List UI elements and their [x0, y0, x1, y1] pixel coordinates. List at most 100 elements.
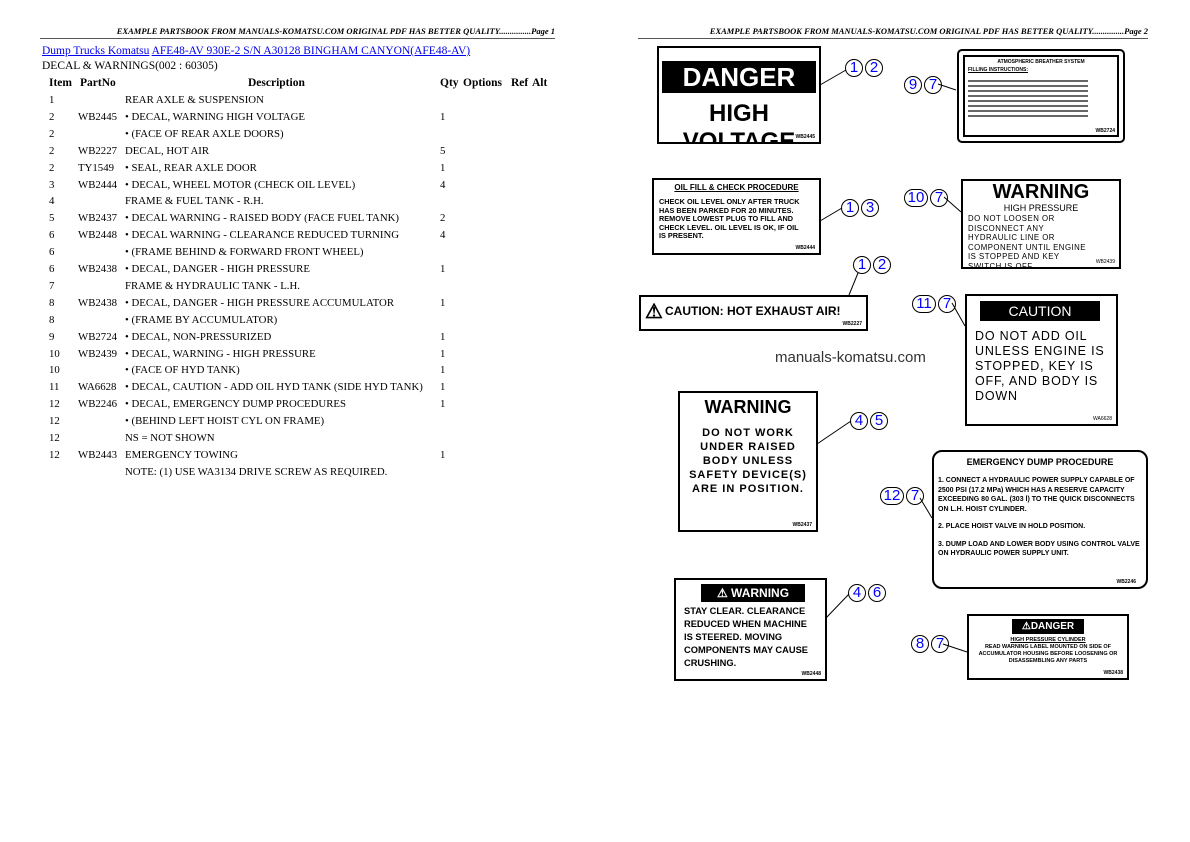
decal-emergency-dump: EMERGENCY DUMP PROCEDURE 1. CONNECT A HY… [932, 450, 1148, 589]
decal-sub: HIGH PRESSURE CYLINDER [1010, 637, 1086, 643]
decal-danger-hp-cylinder: ⚠DANGER HIGH PRESSURE CYLINDER READ WARN… [967, 614, 1129, 680]
cell-item: 10 [49, 364, 60, 377]
cell-description: • DECAL, WHEEL MOTOR (CHECK OIL LEVEL) [125, 178, 356, 191]
callout-qty: 7 [942, 295, 952, 312]
circle [931, 635, 949, 653]
col-partno: PartNo [80, 77, 116, 89]
watermark: manuals-komatsu.com [775, 349, 926, 366]
decal-title: WARNING [992, 181, 1090, 203]
decal-warning-raised-body: WARNING DO NOT WORK UNDER RAISED BODY UN… [678, 391, 818, 532]
decal-code: WB2444 [795, 245, 815, 251]
decal-text: DO NOT WORK UNDER RAISED BODY UNLESS SAF… [689, 427, 807, 495]
circle [850, 412, 868, 430]
section-title: DECAL & WARNINGS(002 : 60305) [42, 60, 218, 72]
decal-title: WARNING [731, 586, 790, 600]
cell-item: 4 [49, 195, 55, 208]
circle [853, 256, 871, 274]
cell-item: 12 [49, 448, 60, 461]
callout-item: 10 [907, 189, 925, 206]
decal-step-3: 3. DUMP LOAD AND LOWER BODY USING CONTRO… [938, 540, 1140, 558]
decal-title: OIL FILL & CHECK PROCEDURE [674, 183, 799, 192]
circle [930, 189, 948, 207]
col-ref: Ref [511, 77, 529, 89]
table-row: NOTE: (1) USE WA3134 DRIVE SCREW AS REQU… [42, 466, 562, 483]
decal-code: WA6628 [1093, 416, 1112, 422]
decal-sub: HIGH PRESSURE [1003, 203, 1079, 213]
cell-description: • (FACE OF REAR AXLE DOORS) [125, 127, 284, 140]
cell-description: • (FRAME BEHIND & FORWARD FRONT WHEEL) [125, 246, 364, 259]
cell-item: 12 [49, 432, 60, 444]
decal-sub: FILLING INSTRUCTIONS: [968, 67, 1028, 73]
cell-partno: WB2444 [78, 178, 117, 191]
callout-qty: 2 [869, 59, 879, 76]
cell-partno: WB2437 [78, 212, 117, 225]
table-row: 6 • (FRAME BEHIND & FORWARD FRONT WHEEL) [42, 246, 562, 263]
decal-code: WB2724 [1095, 128, 1115, 134]
callout-item: 1 [845, 199, 855, 216]
circle [912, 295, 936, 313]
cell-item: 2 [49, 161, 55, 174]
circle [924, 76, 942, 94]
decal-text: CHECK OIL LEVEL ONLY AFTER TRUCK HAS BEE… [659, 197, 800, 240]
cell-description: FRAME & FUEL TANK - R.H. [125, 195, 264, 208]
decal-title: ATMOSPHERIC BREATHER SYSTEM [997, 59, 1085, 65]
callout-item: 1 [849, 59, 859, 76]
callout-item: 9 [908, 76, 918, 93]
circle [841, 199, 859, 217]
cell-qty: 1 [440, 161, 446, 174]
col-qty: Qty [440, 77, 459, 89]
callout-item: 4 [852, 584, 862, 601]
breadcrumb-link-category[interactable]: Dump Trucks Komatsu [42, 45, 150, 57]
decal-text: CAUTION: HOT EXHAUST AIR! [665, 304, 841, 318]
cell-item: 10 [49, 347, 60, 360]
cell-item: 6 [49, 263, 55, 275]
decal-title: DANGER [1030, 621, 1075, 632]
decal-text: DO NOT ADD OIL UNLESS ENGINE IS STOPPED,… [975, 329, 1105, 403]
breadcrumb-link-model[interactable]: AFE48-AV 930E-2 S/N A30128 BINGHAM CANYO… [151, 45, 471, 57]
decal-title: DANGER [662, 61, 816, 93]
circle [938, 295, 956, 313]
cell-qty: 1 [440, 330, 446, 343]
decal-title: EMERGENCY DUMP PROCEDURE [966, 457, 1114, 467]
callout-item: 4 [854, 412, 864, 429]
decal-text: DO NOT LOOSEN OR DISCONNECT ANY HYDRAULI… [968, 214, 1087, 269]
table-row: 4 FRAME & FUEL TANK - R.H. [42, 195, 562, 212]
cell-description: • DECAL, EMERGENCY DUMP PROCEDURES [125, 398, 347, 411]
decal-breather: ATMOSPHERIC BREATHER SYSTEM FILLING INST… [957, 49, 1125, 143]
decal-step-2: 2. PLACE HOIST VALVE IN HOLD POSITION. [938, 523, 1086, 530]
cell-item: 7 [49, 279, 55, 292]
circle [861, 199, 879, 217]
cell-item: 6 [49, 246, 55, 259]
circle [904, 189, 928, 207]
callout-qty: 3 [865, 199, 875, 216]
cell-qty: 4 [440, 229, 446, 242]
cell-description: NOTE: (1) USE WA3134 DRIVE SCREW AS REQU… [125, 465, 388, 478]
cell-item: 2 [49, 127, 55, 140]
decal-text: STAY CLEAR. CLEARANCE REDUCED WHEN MACHI… [684, 606, 808, 668]
cell-item: 1 [49, 94, 55, 106]
decal-warning-stay-clear: ⚠ WARNING STAY CLEAR. CLEARANCE REDUCED … [674, 578, 827, 681]
cell-item: 8 [49, 313, 55, 326]
cell-description: NS = NOT SHOWN [125, 432, 215, 444]
circle [904, 76, 922, 94]
cell-item: 12 [49, 398, 60, 411]
callout-item: 12 [883, 487, 901, 504]
callout-qty: 7 [934, 189, 944, 206]
decal-code: WB2445 [795, 134, 815, 140]
cell-qty: 1 [440, 364, 446, 377]
cell-item: 11 [49, 381, 60, 394]
table-row: 2 • (FACE OF REAR AXLE DOORS) [42, 128, 562, 145]
decal-text: HIGH VOLTAGE [682, 100, 796, 144]
